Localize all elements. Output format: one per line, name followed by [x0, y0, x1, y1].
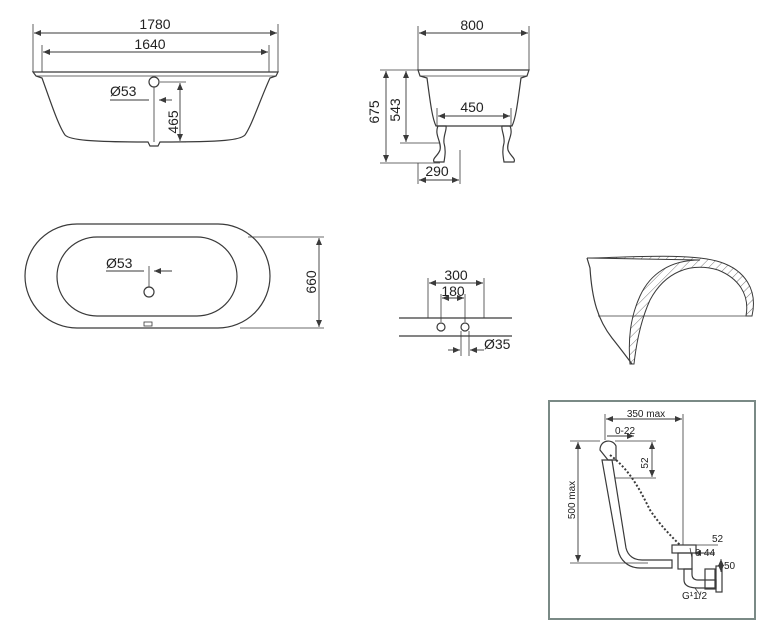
dim-350max-label: 350 max [627, 409, 665, 420]
waste-detail-frame [548, 400, 756, 620]
overflow-head [599, 440, 617, 461]
dim-800-label: 800 [460, 17, 484, 33]
side-leg-right [501, 125, 515, 163]
top-inner-basin [56, 236, 238, 317]
thread-leader [694, 587, 701, 596]
top-dia-label: Ø53 [106, 255, 133, 271]
top-view: Ø53 660 [24, 223, 324, 329]
dim-0-22-label: 0-22 [615, 426, 635, 437]
top-outer-rim [24, 223, 271, 329]
front-tub-outline [31, 71, 279, 147]
tap-holes-detail: 300 180 Ø35 [399, 267, 512, 356]
dim-50-label: 50 [724, 561, 736, 572]
rim-outer-profile [586, 257, 633, 365]
side-leg-left [433, 125, 447, 163]
front-dia-label: Ø53 [110, 83, 137, 99]
dim-35-label: Ø35 [484, 336, 511, 352]
dim-52-overflow-label: 52 [640, 457, 651, 469]
overflow-pipe [601, 459, 673, 569]
dim-450-label: 450 [460, 99, 484, 115]
dim-0-44-label: 0-44 [695, 548, 715, 559]
rim-hatched-section [586, 255, 754, 365]
dim-300-label: 300 [444, 267, 468, 283]
tap-hole-left [436, 322, 446, 332]
side-tub-outline [417, 69, 530, 127]
dim-1780-label: 1780 [139, 16, 170, 32]
dim-660-label: 660 [303, 270, 319, 294]
plug-chain [609, 454, 681, 546]
thread-label: G¹1/2 [682, 591, 707, 602]
rim-section-detail [586, 255, 754, 365]
side-view: 800 450 675 543 290 [366, 17, 530, 184]
overflow-hole [148, 76, 160, 88]
dim-1640-label: 1640 [134, 36, 165, 52]
front-view: 1780 1640 Ø53 465 [31, 16, 279, 147]
dim-543-label: 543 [387, 98, 403, 122]
waste-ext-0-44 [689, 547, 693, 559]
dim-180-label: 180 [441, 283, 465, 299]
dim-52-outlet-label: 52 [712, 534, 724, 545]
dim-675-label: 675 [366, 100, 382, 124]
dim-290-label: 290 [425, 163, 449, 179]
tap-hole-right [460, 322, 470, 332]
top-drain-circle [143, 286, 155, 298]
outlet-nut [704, 568, 716, 590]
dim-500max-label: 500 max [567, 481, 578, 519]
top-overflow-mark [143, 321, 153, 327]
waste-detail: 350 max 0-22 52 500 max 52 0-44 50 [548, 400, 756, 620]
dim-465-label: 465 [165, 110, 181, 134]
